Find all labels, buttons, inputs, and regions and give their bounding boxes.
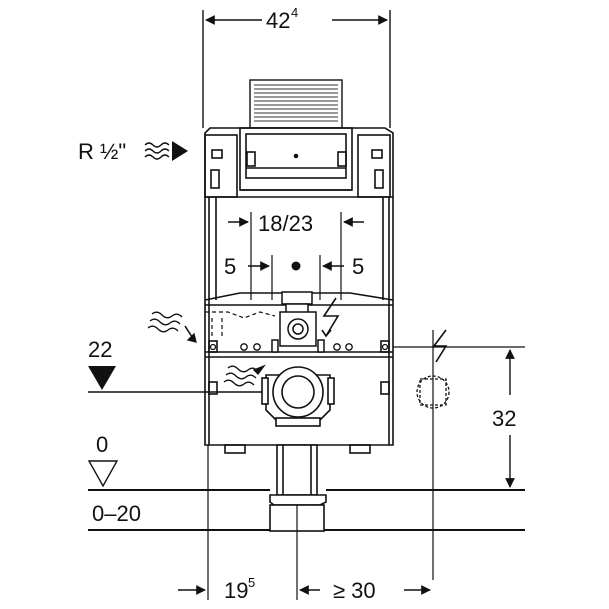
level-triangle-icon (88, 366, 116, 390)
offset-left-label: 5 (224, 254, 236, 279)
right-clearance-label: ≥ 30 (333, 578, 376, 603)
mounting-holes (209, 343, 389, 351)
center-mark (291, 261, 301, 271)
floor-range-label: 0–20 (92, 501, 141, 526)
supply-line (205, 311, 276, 319)
height-label: 32 (492, 406, 516, 431)
water-wave-icon (144, 142, 170, 160)
upper-level-marker: 22 (88, 337, 262, 393)
bottom-dimensions: 19 5 ≥ 30 (178, 445, 431, 603)
width-superscript: 4 (291, 5, 298, 20)
height-dimension: 32 (393, 346, 525, 488)
width-dimension: 42 4 (202, 5, 391, 128)
electric-bolt-icon (321, 297, 340, 338)
floor-level-icon (87, 460, 119, 488)
flush-pipe-assembly (271, 291, 325, 353)
water-inlet-label: R ½" (78, 139, 126, 164)
width-label: 42 (266, 8, 290, 33)
electric-bolt-icon (432, 329, 448, 363)
frame (204, 127, 394, 454)
water-inlet: R ½" (78, 139, 188, 164)
pipe-spacing-dimension: 18/23 (228, 211, 364, 300)
offset-right-label: 5 (352, 254, 364, 279)
upper-level-label: 22 (88, 337, 112, 362)
floor-level-marker: 0 (87, 432, 525, 491)
actuation-plate (249, 79, 343, 129)
floor-level-label: 0 (96, 432, 108, 457)
drain-elbow (261, 366, 335, 532)
floor-range: 0–20 (88, 501, 525, 531)
left-offset-superscript: 5 (248, 575, 255, 590)
water-wave-icon (223, 364, 266, 387)
pipe-spacing-label: 18/23 (258, 211, 313, 236)
left-offset-label: 19 (224, 578, 248, 603)
offset-dimension: 5 5 (224, 254, 364, 300)
water-wave-icon (147, 311, 197, 343)
